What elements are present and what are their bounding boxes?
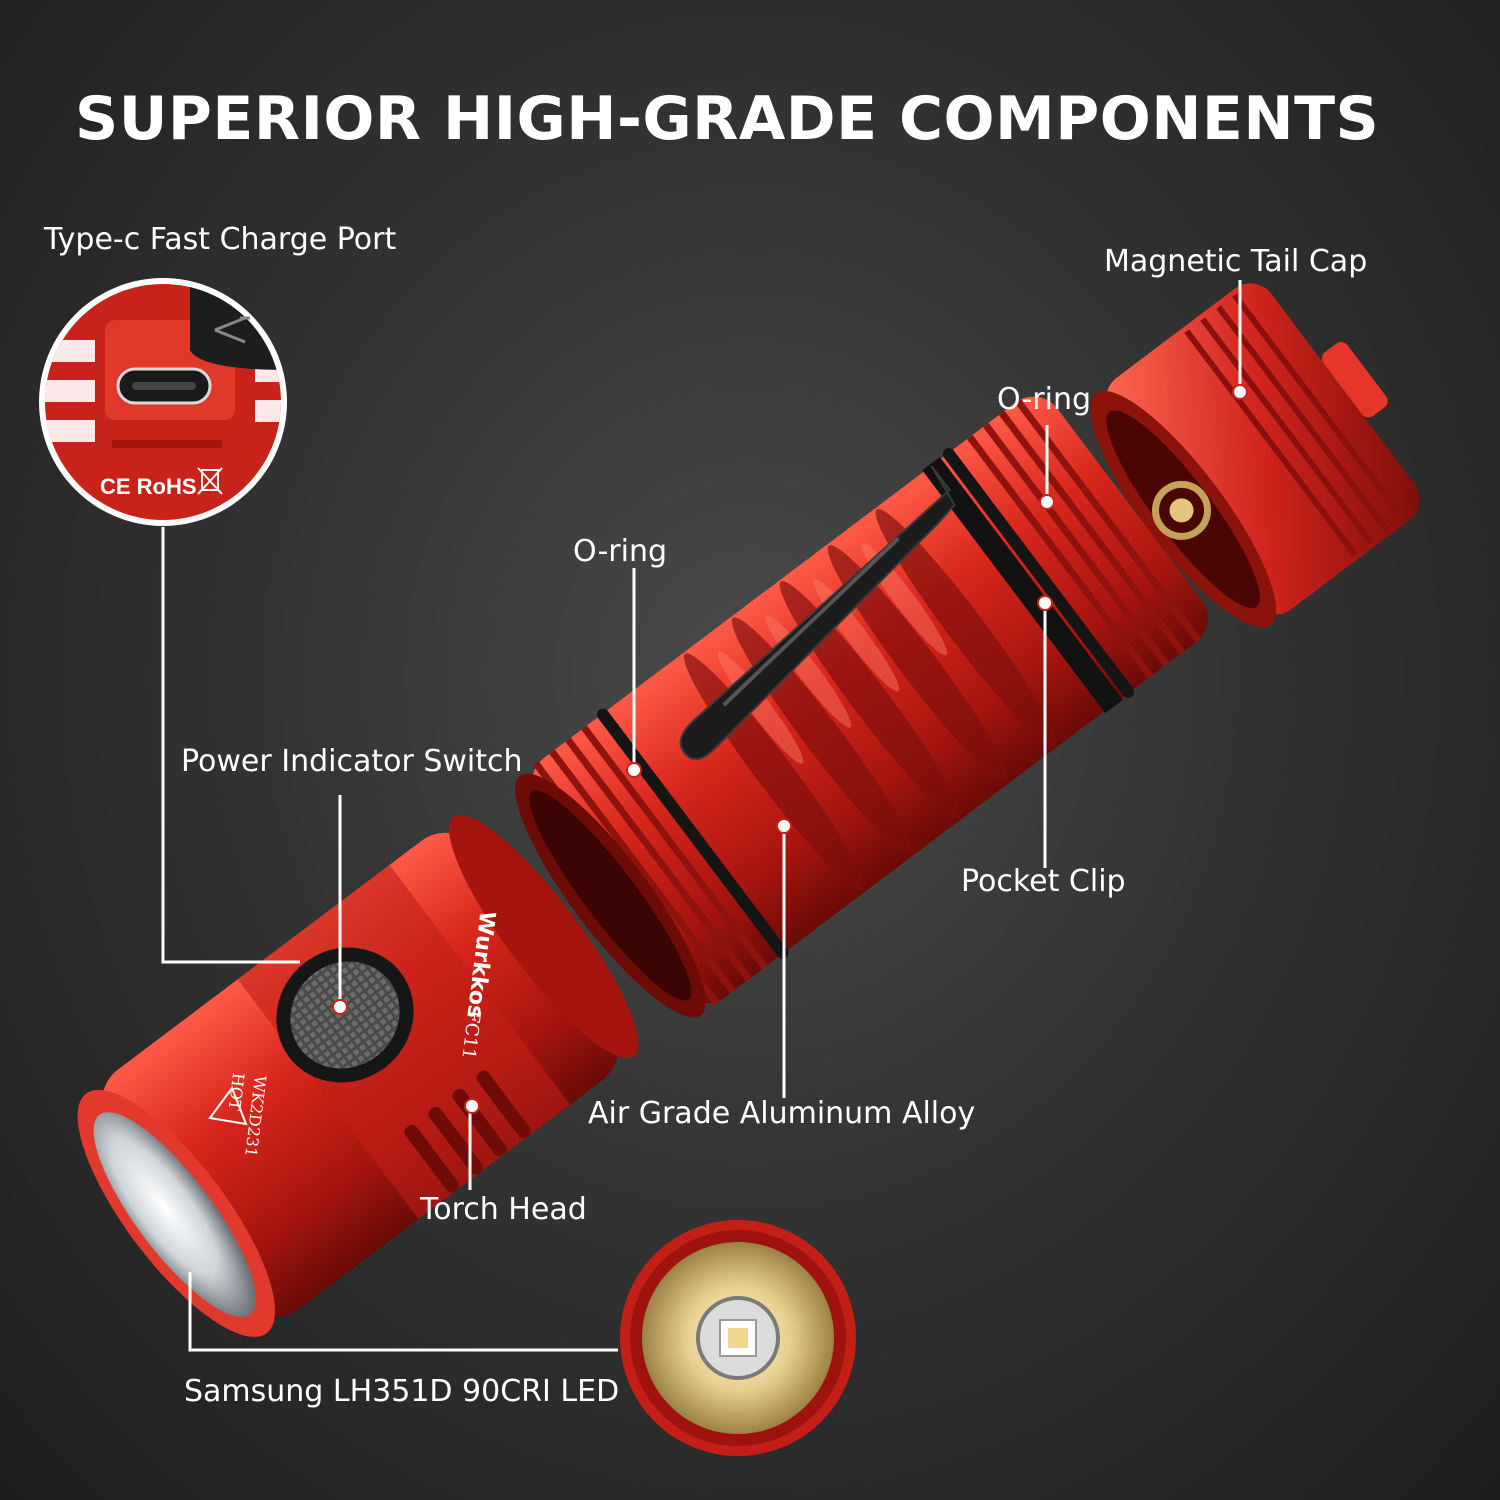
leader-lines [161,280,1242,1352]
certification-mark: CE RoHS [100,474,197,499]
label-o-ring-middle: O-ring [573,534,667,569]
label-power-indicator-switch: Power Indicator Switch [181,744,523,779]
led-inset [620,1220,856,1456]
label-o-ring-top: O-ring [997,382,1091,417]
label-led: Samsung LH351D 90CRI LED [184,1374,620,1409]
label-magnetic-tail-cap: Magnetic Tail Cap [1104,244,1368,279]
dot-tail-cap [1232,384,1248,400]
dot-o-ring-middle [626,762,642,778]
label-air-grade-aluminum: Air Grade Aluminum Alloy [588,1096,976,1131]
dot-air-grade [776,818,792,834]
dot-pocket-clip [1037,595,1053,611]
usb-symbol-icon [214,316,250,344]
leader-led [188,1272,618,1352]
usb-c-port-icon [116,367,212,405]
dot-torch-head [464,1098,480,1114]
hot-warning-text: HOT [225,1072,248,1112]
power-switch [276,947,414,1083]
dot-power-switch [332,999,348,1015]
dot-o-ring-top [1039,494,1055,510]
page-title: SUPERIOR HIGH-GRADE COMPONENTS [75,84,1380,154]
battery-tube [515,396,1208,1018]
leader-type-c [161,527,300,964]
leader-dots [332,384,1248,1114]
type-c-port-inset: CE RoHS [39,278,287,526]
weee-bin-icon [197,467,223,495]
tail-cap [1090,283,1420,628]
label-type-c-port: Type-c Fast Charge Port [44,222,397,257]
label-pocket-clip: Pocket Clip [961,864,1126,899]
label-torch-head: Torch Head [420,1192,587,1227]
hot-warning-icon [208,1085,248,1126]
